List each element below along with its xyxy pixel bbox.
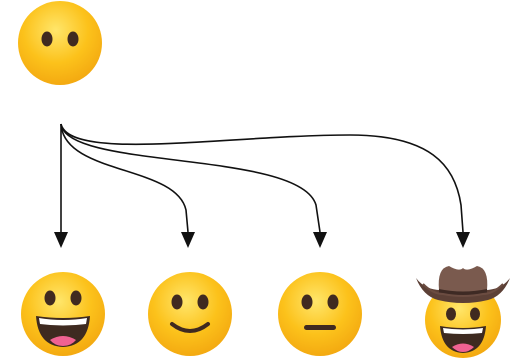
arrowhead-4 [456,232,470,248]
arrow-to-neutral-face [60,123,321,233]
slightly-smiling-face-icon [148,272,232,356]
cowboy-hat [416,266,510,303]
grinning-face-icon [21,272,105,356]
neutral-face-icon [278,272,362,356]
arrowhead-2 [181,232,195,248]
arrowhead-3 [313,232,327,248]
arrowhead-1 [54,232,68,248]
arrow-to-cowboy-face [60,123,464,233]
face-without-mouth-icon [18,1,102,85]
cowboy-hat-face-icon [416,266,510,358]
arrow-to-smiling-face [60,123,189,233]
connectors [54,123,470,248]
